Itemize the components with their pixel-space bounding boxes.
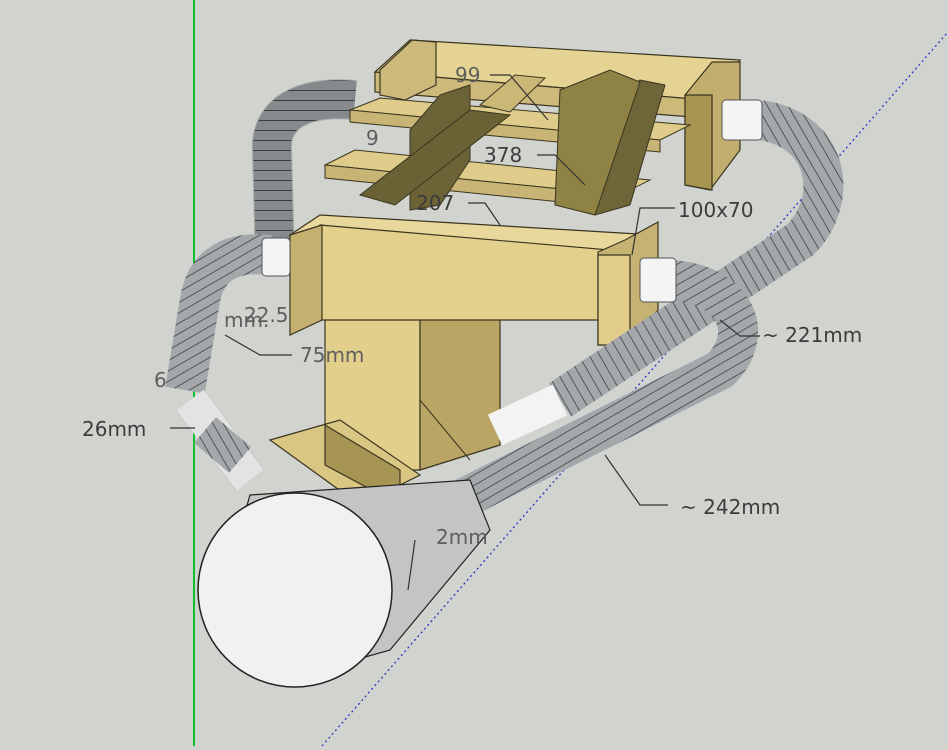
dimension-label-26: 26mm (82, 417, 147, 441)
dimension-label-2mm: 2mm (436, 525, 488, 549)
collector-cylinder[interactable] (197, 479, 491, 688)
dimension-label-378: 378 (484, 143, 523, 167)
dimension-label-mm: mm. (224, 308, 270, 332)
rear-hose[interactable] (251, 79, 357, 261)
dimension-label-6: 6 (154, 368, 167, 392)
dimension-label-207: 207 (416, 191, 455, 215)
dimension-label-22-5: 22.5 (244, 303, 289, 327)
dimension-label-221: ~ 221mm (762, 323, 863, 347)
pipe-coupler (721, 99, 763, 141)
blue-axis (321, 31, 948, 747)
right-back-hose[interactable] (487, 99, 844, 446)
left-pipe[interactable] (175, 389, 265, 491)
dimension-label-242: ~ 242mm (680, 495, 781, 519)
dimension-label-9: 9 (366, 126, 379, 150)
dimension-leaders (170, 74, 760, 591)
left-upper-hose[interactable] (165, 234, 291, 394)
dimension-label-75: 75mm (300, 343, 365, 367)
dimension-label-100x70: 100x70 (678, 198, 754, 222)
pipe-coupler (639, 257, 677, 303)
wooden-frame[interactable] (288, 39, 742, 346)
pipe-coupler (261, 237, 291, 277)
dimension-label-99: 99 (455, 63, 481, 87)
